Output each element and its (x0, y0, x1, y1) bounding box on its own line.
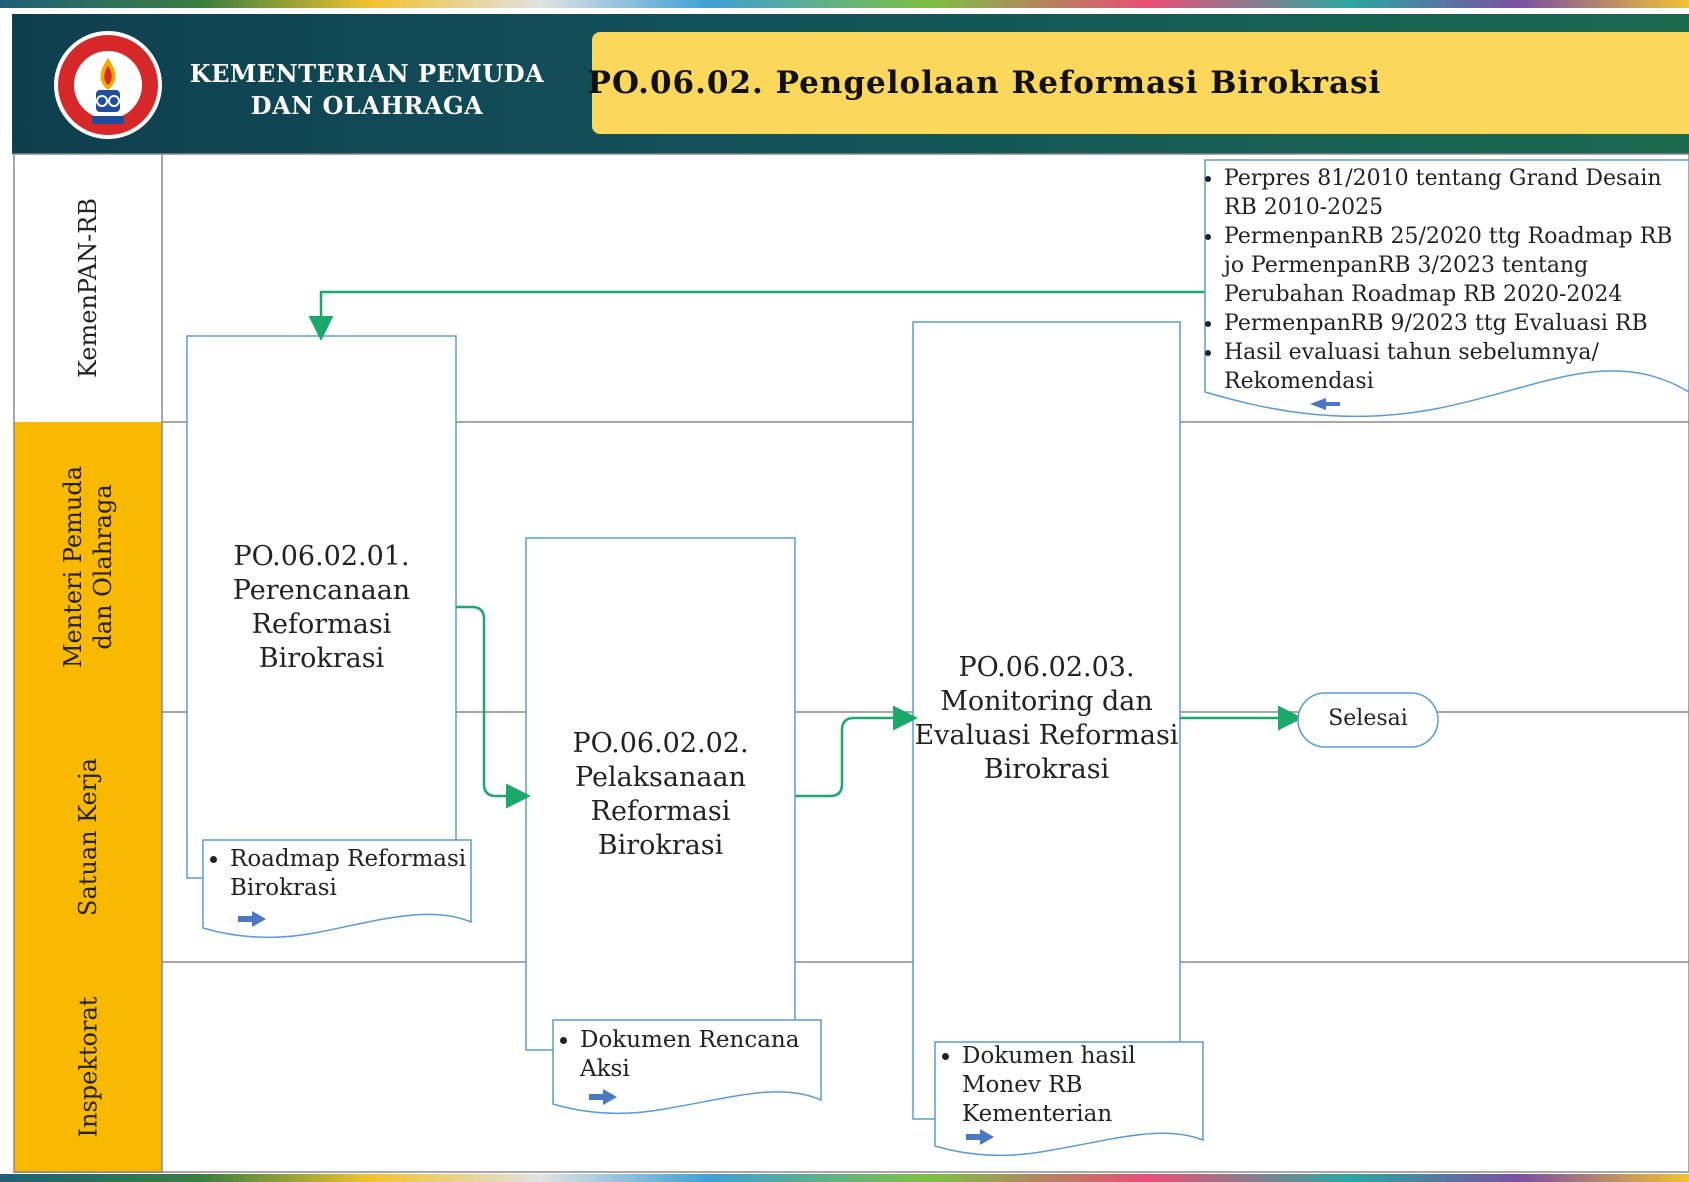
process-1-name-line1: Perencanaan (232, 575, 411, 606)
terminator-label: Selesai (1328, 706, 1408, 731)
page-title: PO.06.02. Pengelolaan Reformasi Birokras… (587, 65, 1382, 101)
regulation-item: PermenpanRB 25/2020 ttg Roadmap RB jo Pe… (1224, 222, 1688, 309)
process-1-name-line2: Reformasi (251, 609, 392, 640)
process-3-name-line2: Evaluasi Reformasi (914, 720, 1179, 751)
output-document-1-item: Roadmap Reformasi Birokrasi (230, 845, 470, 903)
process-2-code: PO.06.02.02. (572, 728, 749, 759)
process-3-code: PO.06.02.03. (958, 652, 1135, 683)
output-document-2-shape (552, 1019, 822, 1114)
bottom-decor-stripe (0, 1174, 1689, 1182)
org-name-line2: DAN OLAHRAGA (250, 91, 484, 120)
output-document-1-text: Roadmap Reformasi Birokrasi (208, 845, 470, 903)
output-document-3-text: Dokumen hasil Monev RB Kementerian (940, 1042, 1155, 1129)
process-3-label: PO.06.02.03. Monitoring dan Evaluasi Ref… (903, 651, 1190, 787)
process-3-name-line1: Monitoring dan (940, 686, 1153, 717)
regulation-item: Hasil evaluasi tahun sebelumnya/ Rekomen… (1224, 338, 1688, 396)
kemenpora-emblem-icon (54, 31, 162, 139)
output-document-2-item: Dokumen Rencana Aksi (580, 1026, 820, 1084)
process-2-name-line3: Birokrasi (597, 830, 724, 861)
process-2-name-line1: Pelaksanaan (575, 762, 746, 793)
top-decor-stripe (0, 0, 1689, 8)
process-1-name-line3: Birokrasi (258, 643, 385, 674)
process-1-code: PO.06.02.01. (233, 541, 410, 572)
output-document-3-item: Dokumen hasil Monev RB Kementerian (962, 1042, 1155, 1129)
output-document-3-shape (934, 1041, 1204, 1156)
regulations-document-text: Perpres 81/2010 tentang Grand Desain RB … (1208, 164, 1688, 396)
process-2-label: PO.06.02.02. Pelaksanaan Reformasi Birok… (526, 727, 795, 863)
doc-arrow-right-icon-2 (589, 1089, 617, 1105)
process-box-2 (525, 537, 796, 1051)
lane-satuan-kerja: Satuan Kerja (14, 712, 162, 963)
process-3-name-line3: Birokrasi (983, 754, 1110, 785)
output-document-2-text: Dokumen Rencana Aksi (558, 1026, 820, 1084)
swimlane-border (13, 153, 1689, 1173)
doc-arrow-right-icon-3 (966, 1129, 994, 1145)
org-name-line1: KEMENTERIAN PEMUDA (189, 59, 545, 88)
regulation-item: Perpres 81/2010 tentang Grand Desain RB … (1224, 164, 1688, 222)
arrow-process-1-to-2 (456, 605, 531, 809)
terminator-shape (1297, 692, 1439, 748)
output-document-1-shape (202, 839, 472, 938)
regulation-item: PermenpanRB 9/2023 ttg Evaluasi RB (1224, 309, 1688, 338)
process-1-label: PO.06.02.01. Perencanaan Reformasi Birok… (187, 540, 456, 676)
lane-inspektorat: Inspektorat (14, 962, 162, 1173)
doc-arrow-right-icon-1 (238, 911, 266, 927)
title-box: PO.06.02. Pengelolaan Reformasi Birokras… (588, 32, 1689, 134)
process-2-name-line2: Reformasi (590, 796, 731, 827)
lane-kemenpan-rb: KemenPAN-RB (14, 154, 162, 423)
arrow-regulations-to-process-1 (308, 290, 1205, 341)
header-banner: KEMENTERIAN PEMUDA DAN OLAHRAGA PO.06.02… (12, 14, 1689, 154)
regulations-document-shape (1204, 159, 1689, 418)
process-box-3 (912, 321, 1181, 1120)
organization-name: KEMENTERIAN PEMUDA DAN OLAHRAGA (177, 58, 557, 122)
doc-arrow-left-icon (1310, 398, 1340, 410)
arrow-process-2-to-3 (795, 705, 918, 798)
